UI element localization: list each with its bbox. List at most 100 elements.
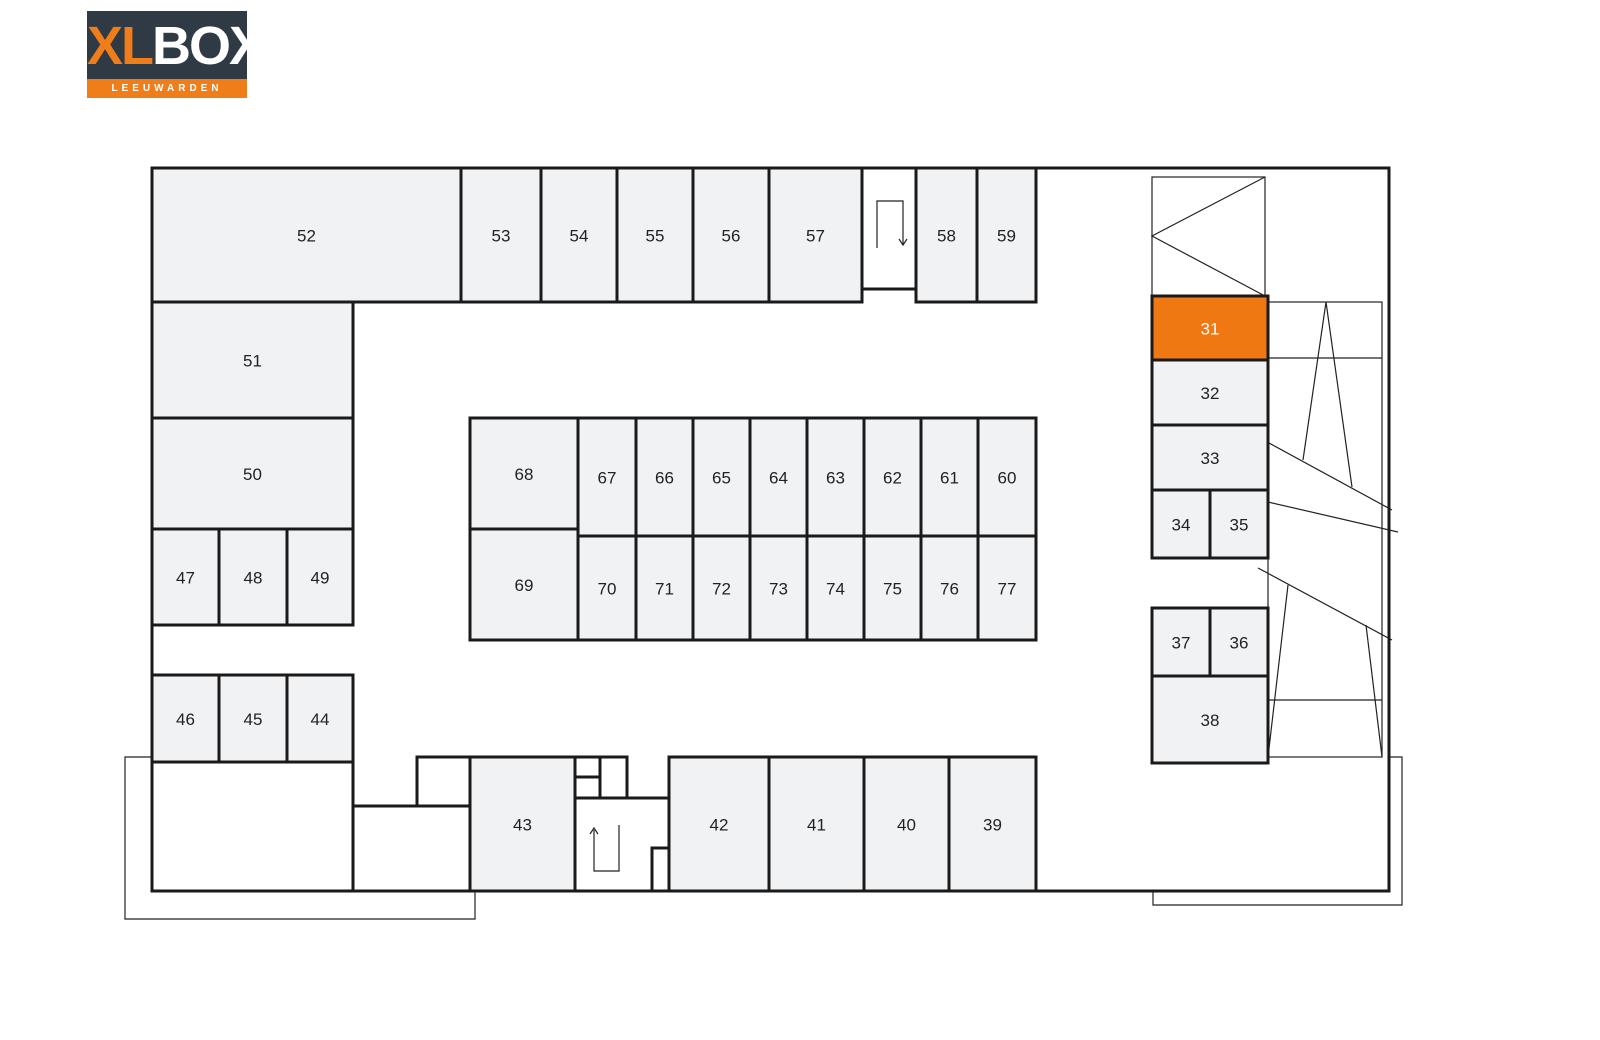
storage-unit-77[interactable]: 77	[976, 534, 1038, 642]
unit-label: 33	[1201, 449, 1220, 468]
unit-label: 48	[244, 569, 263, 588]
unit-area[interactable]	[150, 673, 221, 764]
storage-unit-36[interactable]: 36	[1208, 606, 1270, 678]
unit-area[interactable]	[217, 673, 289, 764]
storage-unit-64[interactable]: 64	[748, 416, 809, 538]
storage-unit-56[interactable]: 56	[691, 166, 771, 304]
storage-unit-32[interactable]: 32	[1150, 358, 1270, 427]
unit-area[interactable]	[150, 166, 463, 304]
storage-unit-44[interactable]: 44	[285, 673, 355, 764]
storage-unit-65[interactable]: 65	[691, 416, 752, 538]
storage-unit-58[interactable]: 58	[914, 166, 979, 304]
unit-label: 31	[1201, 320, 1220, 339]
unit-area[interactable]	[805, 534, 866, 642]
storage-unit-35[interactable]: 35	[1208, 488, 1270, 560]
storage-unit-61[interactable]: 61	[919, 416, 980, 538]
structure-lines	[124, 176, 1403, 920]
storage-unit-46[interactable]: 46	[150, 673, 221, 764]
unit-area[interactable]	[691, 416, 752, 538]
unit-area[interactable]	[1150, 606, 1212, 678]
unit-area[interactable]	[634, 534, 695, 642]
unit-area[interactable]	[919, 416, 980, 538]
unit-area[interactable]	[285, 673, 355, 764]
unit-area[interactable]	[767, 166, 864, 304]
unit-area[interactable]	[748, 534, 809, 642]
unit-area[interactable]	[862, 534, 923, 642]
unit-area[interactable]	[691, 166, 771, 304]
storage-unit-71[interactable]: 71	[634, 534, 695, 642]
unit-label: 70	[598, 580, 617, 599]
storage-unit-48[interactable]: 48	[217, 527, 289, 627]
unit-area[interactable]	[914, 166, 979, 304]
unit-label: 73	[769, 580, 788, 599]
unit-label: 76	[940, 580, 959, 599]
logo-brand: XLBOX	[87, 16, 265, 76]
unit-area[interactable]	[468, 416, 580, 531]
storage-unit-74[interactable]: 74	[805, 534, 866, 642]
storage-unit-69[interactable]: 69	[468, 527, 580, 642]
unit-area[interactable]	[150, 527, 221, 627]
unit-area[interactable]	[1150, 674, 1270, 765]
unit-area[interactable]	[468, 527, 580, 642]
unit-area[interactable]	[150, 416, 355, 531]
storage-unit-68[interactable]: 68	[468, 416, 580, 531]
unit-label: 38	[1201, 711, 1220, 730]
storage-unit-57[interactable]: 57	[767, 166, 864, 304]
unit-area[interactable]	[862, 416, 923, 538]
unit-label: 45	[244, 710, 263, 729]
storage-unit-70[interactable]: 70	[576, 534, 638, 642]
storage-unit-72[interactable]: 72	[691, 534, 752, 642]
unit-area[interactable]	[576, 534, 638, 642]
storage-unit-40[interactable]: 40	[862, 755, 951, 893]
storage-unit-62[interactable]: 62	[862, 416, 923, 538]
storage-unit-51[interactable]: 51	[150, 300, 355, 420]
storage-unit-34[interactable]: 34	[1150, 488, 1212, 560]
storage-unit-33[interactable]: 33	[1150, 423, 1270, 492]
unit-area[interactable]	[767, 755, 866, 893]
unit-area[interactable]	[976, 534, 1038, 642]
storage-unit-42[interactable]: 42	[667, 755, 771, 893]
storage-unit-49[interactable]: 49	[285, 527, 355, 627]
unit-area[interactable]	[1208, 488, 1270, 560]
unit-area[interactable]	[975, 166, 1038, 304]
storage-unit-52[interactable]: 52	[150, 166, 463, 304]
unit-area[interactable]	[1150, 488, 1212, 560]
storage-unit-73[interactable]: 73	[748, 534, 809, 642]
storage-unit-50[interactable]: 50	[150, 416, 355, 531]
storage-unit-55[interactable]: 55	[615, 166, 695, 304]
unit-area[interactable]	[1208, 606, 1270, 678]
storage-unit-41[interactable]: 41	[767, 755, 866, 893]
storage-unit-76[interactable]: 76	[919, 534, 980, 642]
storage-unit-37[interactable]: 37	[1150, 606, 1212, 678]
unit-label: 60	[998, 469, 1017, 488]
unit-area[interactable]	[1150, 294, 1270, 362]
unit-area[interactable]	[667, 755, 771, 893]
unit-area[interactable]	[539, 166, 619, 304]
unit-area[interactable]	[468, 755, 577, 893]
storage-unit-39[interactable]: 39	[947, 755, 1038, 893]
unit-area[interactable]	[919, 534, 980, 642]
unit-area[interactable]	[285, 527, 355, 627]
unit-area[interactable]	[1150, 423, 1270, 492]
storage-unit-60[interactable]: 60	[976, 416, 1038, 538]
storage-unit-53[interactable]: 53	[459, 166, 543, 304]
unit-label: 44	[311, 710, 330, 729]
storage-unit-45[interactable]: 45	[217, 673, 289, 764]
storage-unit-31[interactable]: 31	[1150, 294, 1270, 362]
storage-unit-38[interactable]: 38	[1150, 674, 1270, 765]
unit-label: 75	[883, 580, 902, 599]
storage-unit-47[interactable]: 47	[150, 527, 221, 627]
storage-unit-67[interactable]: 67	[576, 416, 638, 538]
unit-label: 64	[769, 469, 788, 488]
unit-area[interactable]	[748, 416, 809, 538]
storage-unit-66[interactable]: 66	[634, 416, 695, 538]
storage-unit-75[interactable]: 75	[862, 534, 923, 642]
unit-label: 34	[1172, 516, 1191, 535]
unit-area[interactable]	[947, 755, 1038, 893]
storage-unit-63[interactable]: 63	[805, 416, 866, 538]
storage-unit-54[interactable]: 54	[539, 166, 619, 304]
storage-unit-43[interactable]: 43	[468, 755, 577, 893]
storage-unit-59[interactable]: 59	[975, 166, 1038, 304]
unit-label: 47	[176, 569, 195, 588]
unit-label: 56	[722, 227, 741, 246]
